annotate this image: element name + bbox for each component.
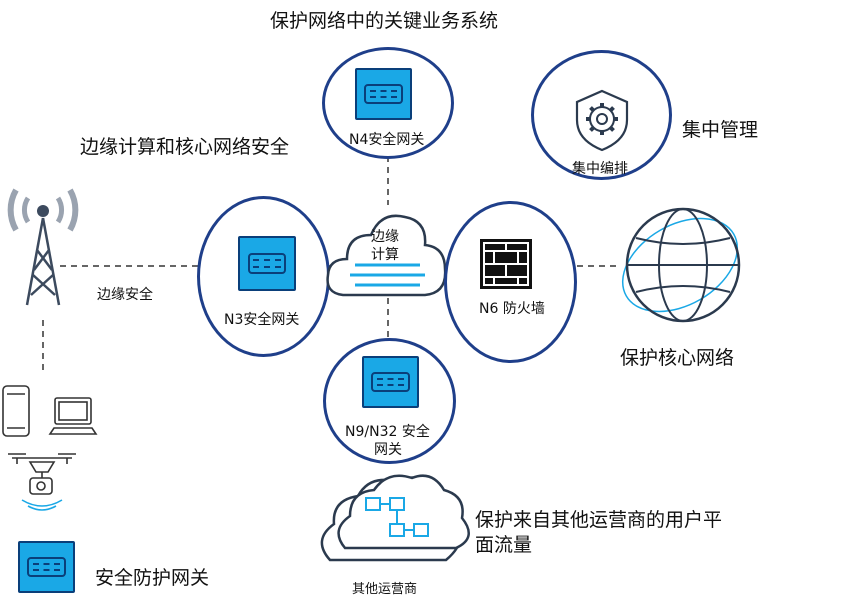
n4-label: N4安全网关 — [349, 132, 425, 148]
legend-label: 安全防护网关 — [95, 567, 210, 589]
firewall-icon — [480, 239, 532, 289]
shield-gear-icon — [575, 89, 629, 152]
gateway-icon — [238, 236, 296, 291]
n3-label: N3安全网关 — [224, 312, 300, 328]
gateway-icon — [362, 356, 419, 408]
centralized-management-label: 集中管理 — [682, 119, 759, 141]
diagram-title: 保护网络中的关键业务系统 — [270, 10, 499, 32]
n3-node — [197, 196, 330, 357]
other-operators-cloud-icon — [320, 474, 470, 562]
n6-label: N6 防火墙 — [479, 301, 545, 317]
antenna-tower-icon — [7, 188, 79, 306]
protect-other-operators-line2: 面流量 — [475, 534, 533, 556]
protect-core-label: 保护核心网络 — [620, 347, 735, 369]
globe-icon — [621, 207, 741, 323]
orchestration-node — [531, 50, 672, 180]
edge-compute-label-2: 计算 — [371, 247, 399, 263]
phone-icon — [2, 385, 30, 437]
n4-node — [322, 47, 454, 159]
laptop-icon — [48, 397, 98, 435]
edge-compute-label-1: 边缘 — [371, 229, 399, 245]
edge-security-label: 边缘安全 — [97, 287, 153, 303]
legend-gateway-icon — [18, 541, 75, 593]
orchestration-label: 集中编排 — [572, 161, 628, 177]
n9-label-2: 网关 — [374, 442, 402, 458]
protect-other-operators-line1: 保护来自其他运营商的用户平 — [475, 509, 723, 531]
other-operators-label: 其他运营商 — [352, 582, 418, 597]
drone-icon — [8, 453, 76, 511]
edge-core-security-heading: 边缘计算和核心网络安全 — [80, 136, 290, 158]
gateway-icon — [355, 68, 412, 120]
n9-label-1: N9/N32 安全 — [345, 424, 430, 440]
